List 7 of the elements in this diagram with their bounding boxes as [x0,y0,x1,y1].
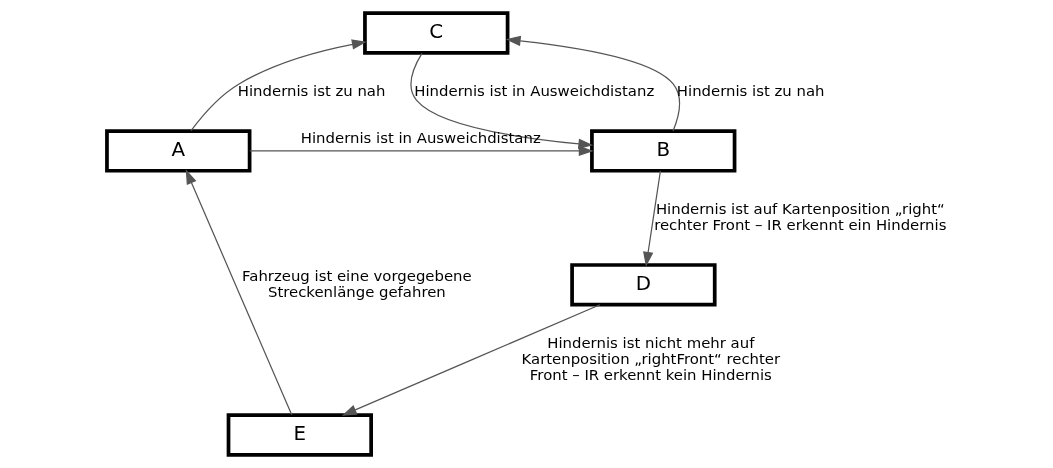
edge-label: Hindernis ist zu nah [676,81,825,100]
edge-label: Fahrzeug ist eine vorgegebene Streckenlänge gefahren [242,266,472,301]
edge-label: Hindernis ist zu nah [237,81,386,100]
edge-label: Hindernis ist in Ausweichdistanz [414,81,655,100]
edge-label: Hindernis ist auf Kartenposition „right“ rechter Front – IR erkennt ein Hindernis [654,199,947,234]
edge-label: Hindernis ist nicht mehr auf Kartenposition „rightFront“ rechter Front – IR erkennt kein Hindernis [521,333,781,384]
edge-label: Hindernis ist in Ausweichdistanz [300,128,541,147]
